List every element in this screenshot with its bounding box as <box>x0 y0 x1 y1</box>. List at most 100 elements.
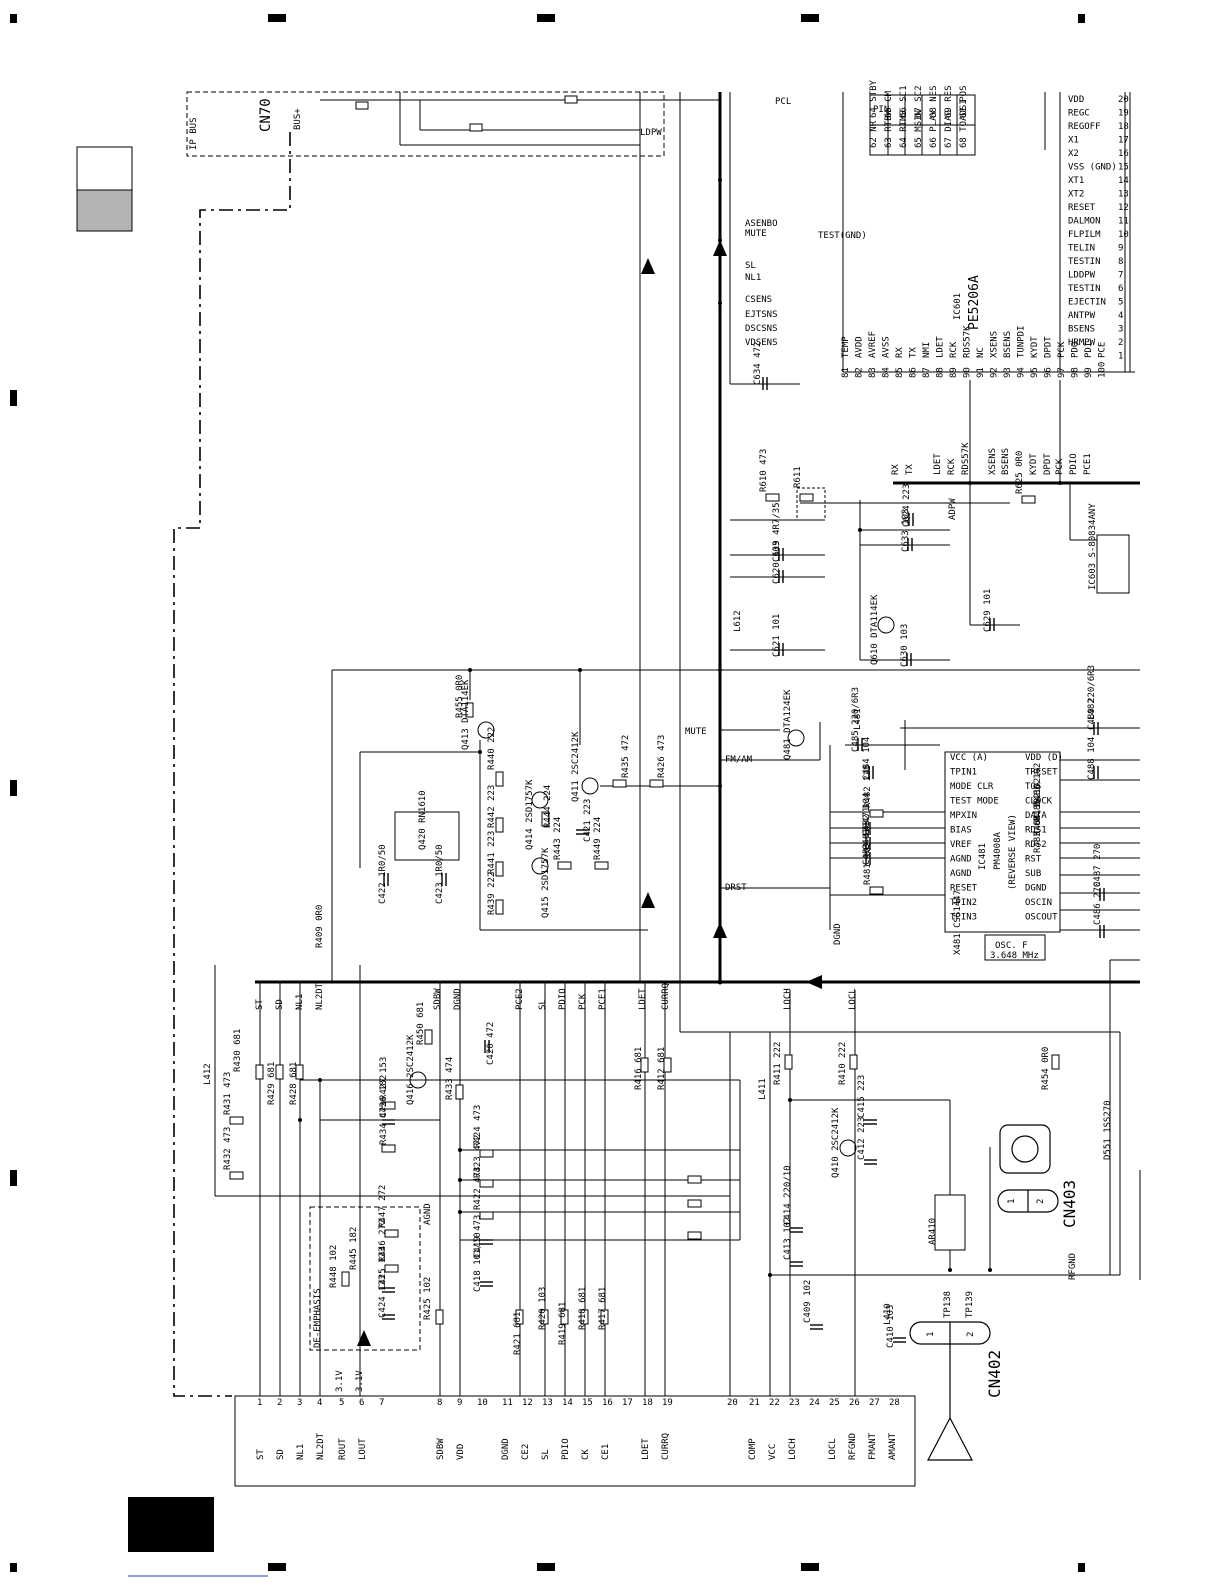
net-label: KYDT <box>1029 453 1039 475</box>
connector-pin-name: CK <box>581 1449 591 1460</box>
transistor-label: Q481 DTA124EK <box>783 689 793 760</box>
component-label: C414 220/10 <box>783 1165 793 1225</box>
transistor-label: Q415 2SD1757K <box>541 847 551 918</box>
transistor-label: Q413 DTA114EK <box>461 679 471 750</box>
ic601-pin-name: BSENS <box>1068 325 1095 335</box>
component-label: R611 <box>793 466 803 488</box>
ic601-table <box>869 94 976 156</box>
net-label: FM/AM <box>725 755 753 765</box>
bus-plus-label: BUS+ <box>293 108 303 130</box>
ic601-pin-number: 16 <box>1118 149 1129 159</box>
pin-table-header: PIN <box>873 105 889 115</box>
bus-signal-label: LOCL <box>848 988 858 1010</box>
component-label: C630 103 <box>900 624 910 667</box>
connector-pin-name: SL <box>541 1449 551 1460</box>
net-label: XSENS <box>988 448 998 475</box>
connector-pin-number: 27 <box>869 1398 880 1408</box>
transistor-label: Q411 2SC2412K <box>571 731 581 802</box>
transistor-label: Q414 2SD1757K <box>525 779 535 850</box>
component-label: R432 473 <box>223 1127 233 1170</box>
pin-table-row: 67 SC2 <box>914 85 924 118</box>
q420-box <box>394 811 460 861</box>
pin-table-row: 65 CM <box>884 90 894 118</box>
ic481-pin-right: OSCOUT <box>1025 913 1058 923</box>
net-label: RDS57K <box>961 442 971 475</box>
pin-table-row: 61 POS <box>959 85 969 118</box>
connector-pin-number: 2 <box>277 1398 282 1408</box>
component-label: R448 102 <box>329 1245 339 1288</box>
ip-bus-box <box>186 91 665 157</box>
connector-pin-name: ROUT <box>338 1438 348 1460</box>
ic601-pin-number: 97 <box>1057 367 1067 378</box>
component-label: D551 1SS270 <box>1103 1100 1113 1160</box>
ic601-pin-name: DPDT <box>1044 336 1054 358</box>
net-label: RCK <box>947 458 957 475</box>
ic601-pin-number: 89 <box>949 367 959 378</box>
ic601-pin-name: TEMP <box>841 336 851 358</box>
ic601-pin-name: TESTIN <box>1068 257 1101 267</box>
connector-pin-name: PDIO <box>561 1438 571 1460</box>
ic601-pin-number: 100 <box>1098 362 1108 378</box>
ic481-pin-right: RDS1 <box>1025 826 1047 836</box>
connector-pin-number: 8 <box>437 1398 442 1408</box>
net-label: MUTE <box>685 727 707 737</box>
component-label: R424 473 <box>473 1105 483 1148</box>
ic601-pin-number: 18 <box>1118 122 1129 132</box>
connector-pin-number: 7 <box>379 1398 384 1408</box>
component-label: C489 220/6R3 <box>1087 665 1097 730</box>
component-label: C486 270 <box>1093 882 1103 925</box>
ic601-pin-number: 14 <box>1118 176 1129 186</box>
connector-pin-number: 18 <box>642 1398 653 1408</box>
component-label: R426 473 <box>657 735 667 778</box>
ic481-pin-left: AGND <box>950 869 972 879</box>
ic481-box <box>944 751 1061 933</box>
component-label: R442 223 <box>487 785 497 828</box>
bus-signal-label: SD <box>275 999 285 1010</box>
bus-signal-label: LOCH <box>783 988 793 1010</box>
bus-arrows <box>357 240 822 1346</box>
ic481-right-pins: VDD (D)TRESETTOSCLOCKDATARDS1RDS2RSTSUBD… <box>1025 753 1063 923</box>
component-label: R444 224 <box>543 785 553 828</box>
ip-bus-label: IP BUS <box>189 117 199 150</box>
connector-pin-number: 4 <box>317 1398 322 1408</box>
component-label: R454 0R0 <box>1041 1047 1051 1090</box>
net-label: PDIO <box>1069 453 1079 475</box>
component-label: C410 103 <box>886 1305 896 1348</box>
cn402-symbol <box>909 1321 991 1461</box>
component-label: IC603 S-80834ANY <box>1088 503 1098 590</box>
ic601-pin-name: TESTIN <box>1068 284 1101 294</box>
pin-table-row: 67 DIAG <box>944 110 954 148</box>
component-label: C409 102 <box>803 1280 813 1323</box>
bus-signal-label: CURRQ <box>661 983 671 1010</box>
connector-pin-number: 9 <box>457 1398 462 1408</box>
component-label: R481 102 <box>863 842 873 885</box>
ic601-pin-name: RESET <box>1068 203 1096 213</box>
component-label: R428 681 <box>289 1062 299 1105</box>
connector-pin-number: 1 <box>257 1398 262 1408</box>
ic601-ref: IC601 <box>953 293 963 320</box>
ic481-pin-right: CLOCK <box>1025 797 1053 807</box>
component-label: R625 0R0 <box>1015 451 1025 494</box>
component-label: R419 681 <box>558 1302 568 1345</box>
component-label: R429 681 <box>267 1062 277 1105</box>
connector-pin-name: FMANT <box>868 1432 878 1460</box>
ic601-signal: SL <box>745 261 756 271</box>
ic601-pin-number: 85 <box>895 367 905 378</box>
connector-pin-name: LOUT <box>358 1438 368 1460</box>
component-label: L612 <box>733 610 743 632</box>
ic481-pin-right: OSCIN <box>1025 898 1052 908</box>
pin-table-row: 64 RTMS <box>899 110 909 148</box>
component-label: C482 104 <box>862 793 872 836</box>
component-label: L412 <box>203 1063 213 1085</box>
bus-signal-label: LDET <box>638 988 648 1010</box>
wiring <box>214 92 1141 1396</box>
component-label: C421 223 <box>583 799 593 842</box>
net-label: DGND <box>833 923 843 945</box>
connector-pin-number: 12 <box>522 1398 533 1408</box>
bottom-connector <box>234 1395 916 1487</box>
connector-pin-name: COMP <box>748 1438 758 1460</box>
de-emphasis-label: DE-EMPHASIS <box>313 1288 323 1348</box>
net-label: PCL <box>775 97 791 107</box>
